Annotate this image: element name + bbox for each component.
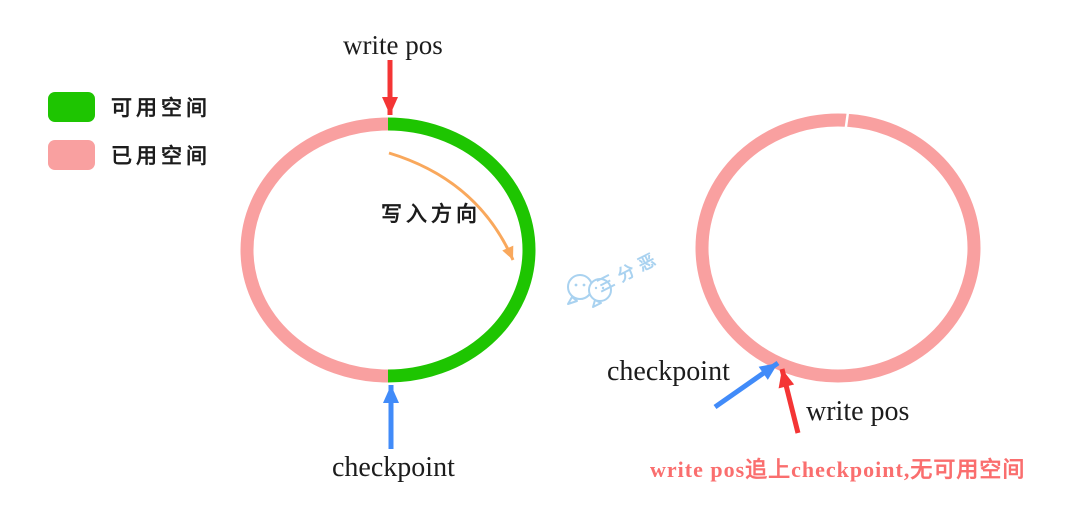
checkpoint-label-left: checkpoint xyxy=(332,452,455,483)
legend: 可用空间 已用空间 xyxy=(48,92,211,188)
write-pos-label-left: write pos xyxy=(343,30,443,60)
checkpoint-label-right: checkpoint xyxy=(607,356,730,387)
legend-label-used: 已用空间 xyxy=(111,144,211,168)
legend-label-available: 可用空间 xyxy=(111,96,211,120)
legend-item-used: 已用空间 xyxy=(48,140,211,170)
wechat-bubbles-icon xyxy=(567,274,612,308)
write-pos-label-right: write pos xyxy=(806,396,910,427)
right-ring-used xyxy=(695,113,981,383)
write-direction-arrow xyxy=(388,151,515,261)
available-space-swatch xyxy=(48,92,95,122)
write-pos-arrow-right xyxy=(778,368,801,434)
left-ring-used-arc xyxy=(240,117,389,383)
used-space-swatch xyxy=(48,140,95,170)
no-space-warning-text: write pos追上checkpoint,无可用空间 xyxy=(650,457,1026,482)
left-ring-available-arc xyxy=(387,117,536,383)
legend-item-available: 可用空间 xyxy=(48,92,211,122)
write-direction-label: 写入方向 xyxy=(381,202,481,226)
checkpoint-arrow-right xyxy=(713,360,780,410)
right-ring-gap-notch xyxy=(843,111,850,135)
